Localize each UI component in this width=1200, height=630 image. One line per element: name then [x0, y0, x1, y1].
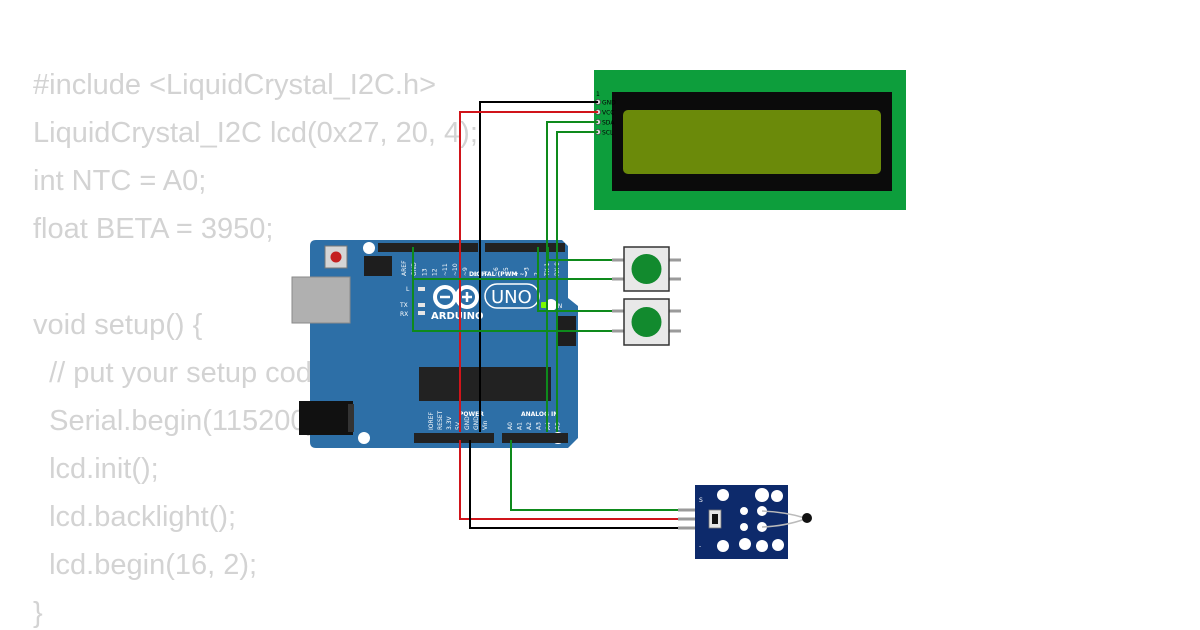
mounting-hole [363, 242, 375, 254]
code-line: void setup() { [33, 309, 203, 341]
dc-power-jack [299, 401, 353, 435]
analog-header-label: ANALOG IN [521, 411, 558, 418]
icsp-header [364, 256, 392, 276]
arduino-brand-label: ARDUINO [431, 311, 483, 322]
lcd-module[interactable]: 1 GND VCC SDA SCL [594, 70, 906, 210]
power-header[interactable] [414, 433, 494, 443]
uno-model-label: UNO [491, 287, 532, 308]
sensor-resistor-body [712, 514, 718, 524]
pin-label: ~6 [493, 267, 500, 276]
pin-label: ~3 [523, 267, 530, 276]
mounting-hole [358, 432, 370, 444]
digital-header-right[interactable] [485, 243, 565, 252]
lcd-screen [623, 110, 881, 174]
power-led [541, 302, 547, 308]
led-rx [418, 311, 425, 315]
thermistor-icon [802, 513, 812, 523]
pin-label: ~11 [442, 263, 449, 276]
led-l [418, 287, 425, 291]
wire-sensor-vcc[interactable] [459, 440, 678, 520]
pin-label: Vin [482, 420, 489, 430]
code-line: Serial.begin(115200); [33, 405, 325, 437]
usb-connector [291, 276, 351, 324]
pin-label: 12 [432, 268, 439, 276]
pin-label: GND [411, 262, 418, 276]
pin-label: RESET [437, 410, 444, 430]
pin-label: 5V [455, 421, 462, 430]
pin-label: ~10 [452, 263, 459, 276]
pin-label: GND [464, 416, 471, 430]
pin-label: ~5 [503, 267, 510, 276]
pin-label: 8 [472, 272, 479, 276]
dc-jack-edge [348, 404, 354, 432]
wire-button1-signal[interactable] [547, 247, 612, 261]
pushbutton-1[interactable] [612, 246, 681, 292]
ntc-sensor-module[interactable]: S - [678, 485, 812, 559]
wire-lcd-gnd[interactable] [479, 101, 598, 432]
digital-header-left[interactable] [378, 243, 478, 252]
pin-label: A4 [545, 422, 552, 430]
analog-header[interactable] [502, 433, 568, 443]
code-line: LiquidCrystal_I2C lcd(0x27, 20, 4); [33, 117, 478, 149]
code-line: float BETA = 3950; [33, 213, 274, 245]
led-label: RX [400, 311, 408, 318]
pushbutton-2[interactable] [612, 298, 681, 346]
lcd-pin-label: SDA [602, 120, 615, 127]
led-label: L [406, 286, 410, 293]
wire-sensor-gnd[interactable] [469, 440, 678, 529]
wire-lcd-sda[interactable] [546, 121, 598, 432]
power-header-label: POWER [459, 411, 484, 418]
code-line: } [33, 597, 43, 629]
pin-label: A1 [517, 422, 524, 430]
pin-label: A3 [536, 422, 543, 430]
wire-lcd-vcc[interactable] [459, 111, 598, 432]
sensor-pin-label-minus: - [699, 543, 701, 550]
pin-label: A0 [507, 422, 514, 430]
wire-button2-signal[interactable] [537, 247, 612, 312]
wire-button2-gnd[interactable] [412, 279, 612, 332]
lcd-pin-label: SCL [602, 130, 614, 137]
atmega-chip [419, 367, 551, 401]
arduino-uno-board[interactable]: ARDUINO UNO DIGITAL (PWM ~) ANALOG IN PO… [291, 240, 578, 448]
pin-label: ~9 [462, 267, 469, 276]
lcd-pin-label: VCC [602, 110, 614, 117]
pin-label: AREF [401, 260, 408, 276]
lcd-pin-label: GND [602, 100, 616, 107]
wire-sensor-signal[interactable] [510, 440, 678, 511]
led-tx [418, 303, 425, 307]
led-label: TX [399, 302, 408, 309]
pin-label: IOREF [428, 412, 435, 430]
code-line: lcd.begin(16, 2); [33, 549, 258, 581]
pin-label: 7 [483, 272, 490, 276]
digital-header-label: DIGITAL (PWM ~) [469, 271, 527, 278]
reset-button[interactable] [324, 245, 348, 269]
code-line: lcd.backlight(); [33, 501, 237, 533]
pushbutton-cap [631, 254, 662, 284]
pin-label: 4 [513, 272, 520, 276]
pin-label: GND [473, 416, 480, 430]
pin-label: 13 [421, 268, 428, 276]
code-line: int NTC = A0; [33, 165, 207, 197]
sensor-pin-label-s: S [699, 497, 703, 504]
lcd-pin1-marker: 1 [596, 91, 600, 98]
pin-label: A2 [526, 422, 533, 430]
pin-label: 3.3V [446, 415, 453, 430]
pushbutton-cap [631, 307, 662, 337]
arduino-logo-icon [433, 285, 479, 309]
code-line: #include <LiquidCrystal_I2C.h> [33, 69, 437, 101]
wires [412, 101, 678, 529]
code-line: lcd.init(); [33, 453, 159, 485]
